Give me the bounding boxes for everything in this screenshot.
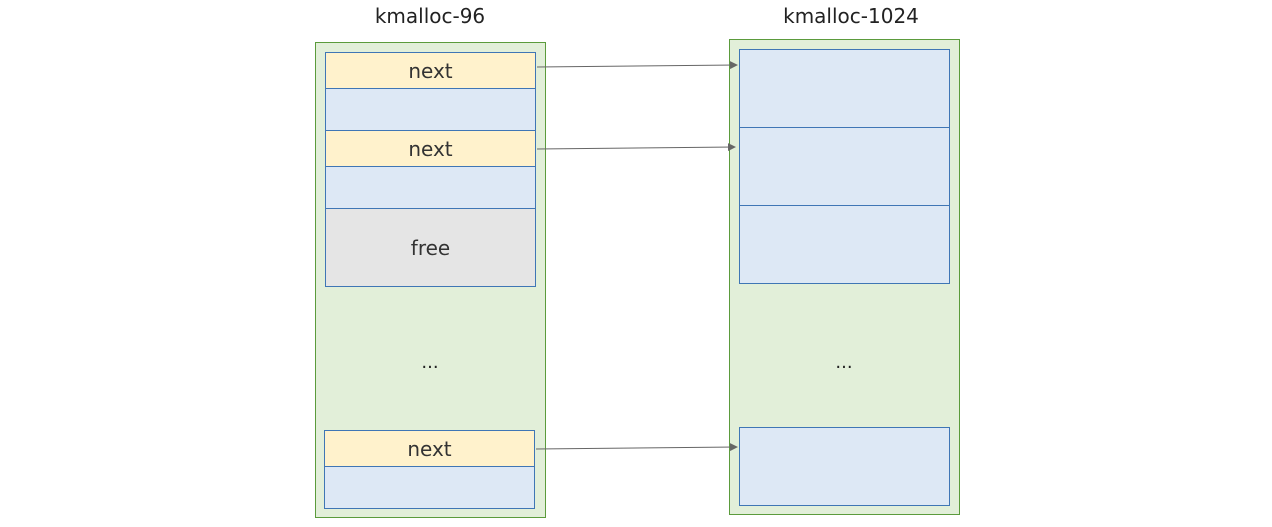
right-object-slot-2 xyxy=(739,127,950,206)
left-object-slot-2 xyxy=(325,166,536,209)
left-free-slot: free xyxy=(325,208,536,287)
left-object-slot-3 xyxy=(324,466,535,509)
right-object-slot-4 xyxy=(739,427,950,506)
left-next-slot-2: next xyxy=(325,130,536,167)
arrow-next-1 xyxy=(536,61,738,70)
left-next-slot-3: next xyxy=(324,430,535,467)
right-cache-title: kmalloc-1024 xyxy=(783,4,919,28)
arrow-next-3 xyxy=(535,443,738,452)
left-next-slot-1: next xyxy=(325,52,536,89)
arrow-next-2 xyxy=(536,143,736,152)
right-object-slot-3 xyxy=(739,205,950,284)
left-cache-title: kmalloc-96 xyxy=(374,4,486,28)
left-ellipsis: ... xyxy=(421,352,439,373)
right-object-slot-1 xyxy=(739,49,950,128)
right-ellipsis: ... xyxy=(835,352,853,373)
